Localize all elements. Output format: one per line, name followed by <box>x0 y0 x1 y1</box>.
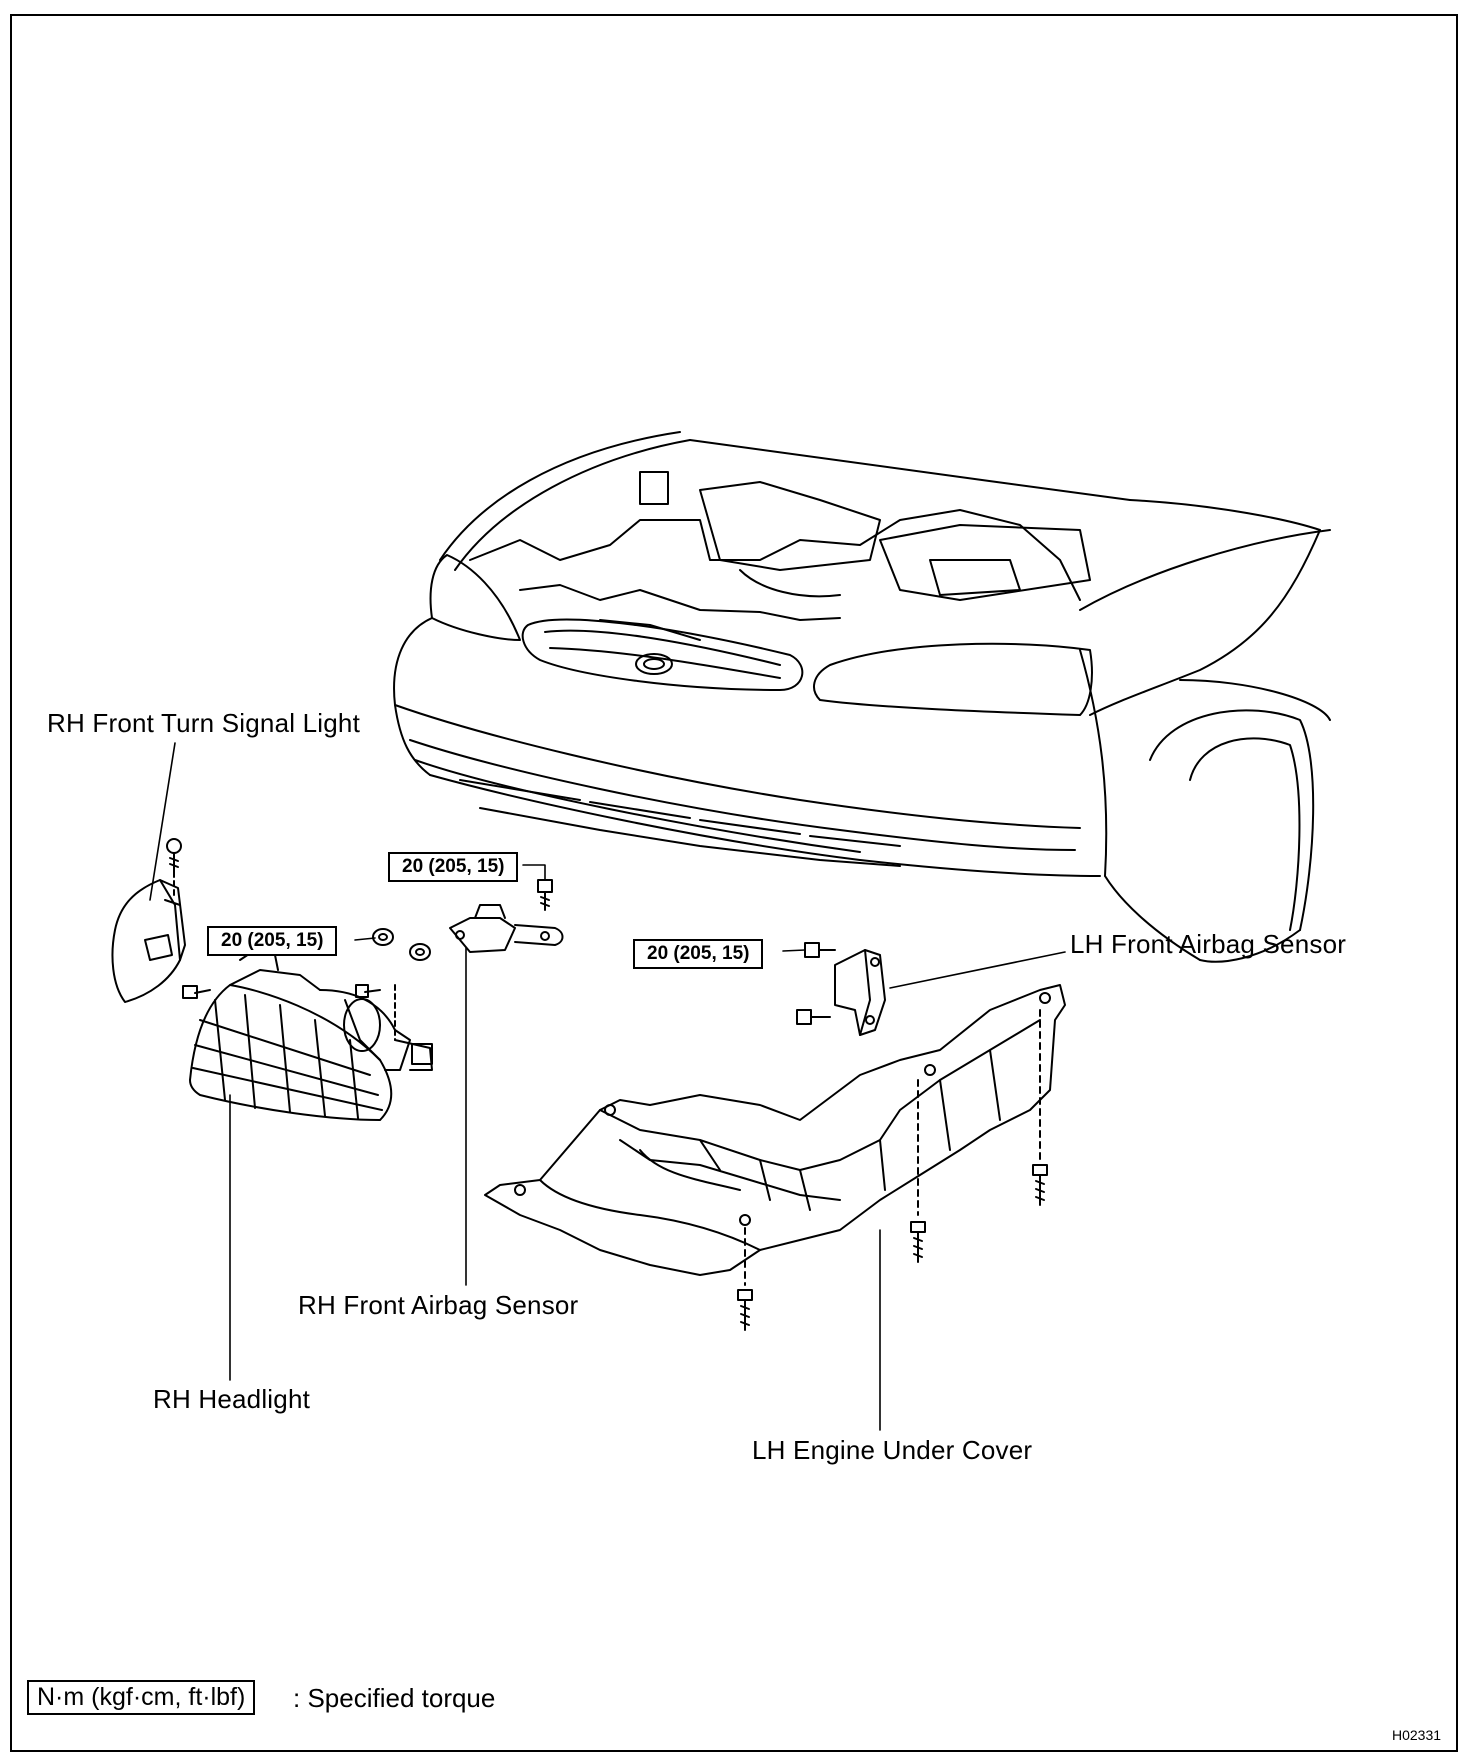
leader-lines <box>149 742 1066 1431</box>
label-rh-front-turn-signal-light: RH Front Turn Signal Light <box>47 708 361 738</box>
torque-spec-middle-right: 20 (205, 15) <box>633 939 764 969</box>
car-front-illustration <box>393 431 1331 963</box>
rh-front-airbag-sensor-illustration <box>372 879 564 961</box>
legend-unit-box: N·m (kgf·cm, ft·lbf) <box>27 1680 256 1715</box>
torque-spec-upper: 20 (205, 15) <box>388 852 519 882</box>
diagram-frame <box>10 14 1458 1752</box>
legend-description: : Specified torque <box>293 1683 496 1713</box>
label-lh-engine-under-cover: LH Engine Under Cover <box>752 1435 1033 1465</box>
label-rh-front-airbag-sensor: RH Front Airbag Sensor <box>298 1290 579 1320</box>
rh-headlight-illustration <box>182 949 433 1121</box>
label-lh-front-airbag-sensor: LH Front Airbag Sensor <box>1070 929 1347 959</box>
lh-front-airbag-sensor-illustration <box>796 942 886 1036</box>
figure-code: H02331 <box>1392 1727 1442 1743</box>
label-rh-headlight: RH Headlight <box>153 1384 311 1414</box>
lh-engine-under-cover-illustration <box>484 984 1066 1331</box>
torque-spec-middle-left: 20 (205, 15) <box>207 926 338 956</box>
rh-turn-signal-light-illustration <box>111 838 186 1003</box>
